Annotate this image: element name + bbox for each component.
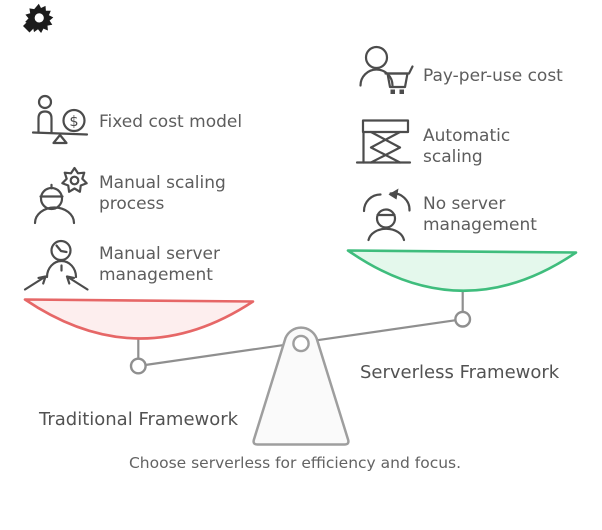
left-item-label-fixed-cost: Fixed cost model	[99, 112, 243, 132]
balance-scale	[25, 251, 576, 445]
traditional-framework-label: Traditional Framework	[39, 409, 239, 430]
caption-text: Choose serverless for efficiency and foc…	[128, 454, 462, 472]
traditional-pan	[25, 300, 253, 339]
right-item-label-no-server: No server management	[423, 194, 537, 235]
dollar-glyph: $	[69, 114, 78, 130]
person-clock-arrows-icon	[25, 241, 88, 290]
person-dollar-balance-icon: $	[33, 96, 87, 143]
serverless-framework-label: Serverless Framework	[360, 362, 560, 383]
scissor-lift-icon	[357, 121, 410, 163]
person-sync-icon	[364, 188, 410, 241]
fulcrum	[254, 328, 349, 445]
left-item-label-manual-scaling: Manual scaling process	[99, 173, 226, 214]
serverless-pan	[348, 251, 576, 291]
worker-gear-icon	[35, 168, 87, 223]
gear-diamond-logo-icon	[23, 3, 54, 34]
right-beam-joint	[455, 312, 470, 327]
left-beam-joint	[131, 359, 146, 374]
right-item-label-automatic-scaling: Automatic scaling	[423, 126, 511, 167]
left-item-label-manual-server: Manual server management	[99, 244, 220, 285]
right-item-label-pay-per-use: Pay-per-use cost	[423, 66, 563, 86]
fulcrum-pivot-hole	[293, 336, 308, 351]
person-cart-icon	[361, 47, 413, 94]
